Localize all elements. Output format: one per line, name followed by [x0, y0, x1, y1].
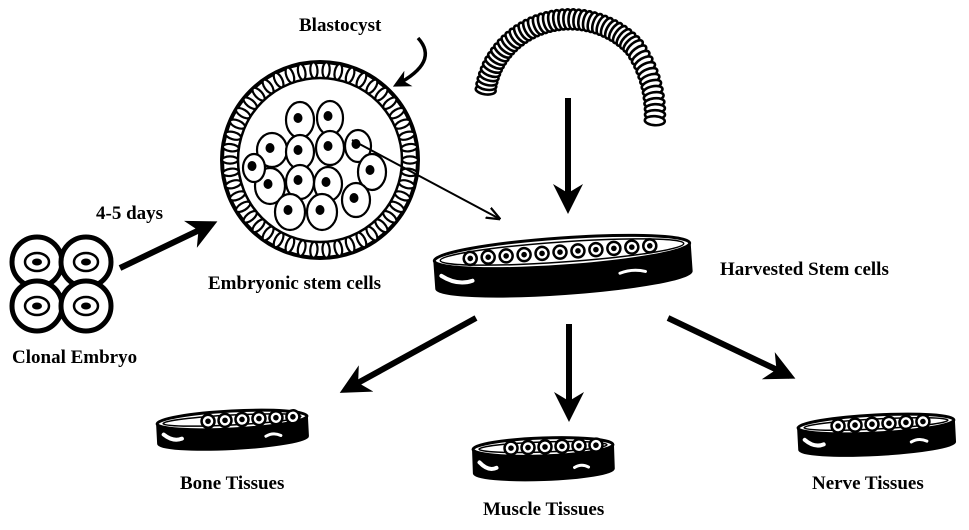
stem-cell-nucleus: [324, 141, 333, 151]
harvested-stem-cells-dish: [433, 229, 692, 303]
nerve-tissues-dish: [798, 411, 956, 459]
harvested-stem-cells-label: Harvested Stem cells: [720, 260, 889, 279]
stem-cell-nucleus: [294, 113, 303, 123]
bone-tissues-dish: [157, 407, 309, 453]
stem-cell-nucleus: [248, 161, 257, 171]
stem-cell-nucleus: [366, 165, 375, 175]
stem-cell-nucleus: [266, 143, 275, 153]
blastocyst-pointer-arrow: [396, 38, 425, 85]
nerve-tissues-label: Nerve Tissues: [812, 474, 924, 493]
clonal-embryo-cells: [12, 237, 111, 331]
embryonic-stem-cells-label: Embryonic stem cells: [208, 274, 381, 293]
stem-cell-nucleus: [284, 205, 293, 215]
trophoblast-cell: [322, 62, 330, 78]
clonal-embryo-label: Clonal Embryo: [12, 348, 137, 367]
muscle-tissues-label: Muscle Tissues: [483, 500, 604, 519]
arrow-embryo-to-blastocyst: [120, 224, 212, 268]
arrow-to-bone: [345, 318, 476, 390]
cord-loop: [645, 116, 666, 126]
arrow-to-nerve: [668, 318, 790, 376]
bone-tissues-label: Bone Tissues: [180, 474, 284, 493]
stem-cell-nucleus: [294, 145, 303, 155]
stem-cell-nucleus: [322, 177, 331, 187]
muscle-tissues-dish: [473, 436, 614, 483]
trophoblast-cell: [310, 242, 318, 258]
stem-cell-nucleus: [316, 205, 325, 215]
days-label: 4-5 days: [96, 204, 163, 223]
stem-cell-nucleus: [350, 193, 359, 203]
stem-cell-nucleus: [294, 175, 303, 185]
stem-cell-nucleus: [324, 111, 333, 121]
trophoblast-cell: [222, 156, 238, 163]
trophoblast-cell: [402, 156, 418, 163]
trophoblast-cell: [310, 62, 318, 78]
trophoblast-cell: [322, 242, 330, 258]
blastocyst-label: Blastocyst: [299, 16, 381, 35]
stem-cell-nucleus: [264, 179, 273, 189]
